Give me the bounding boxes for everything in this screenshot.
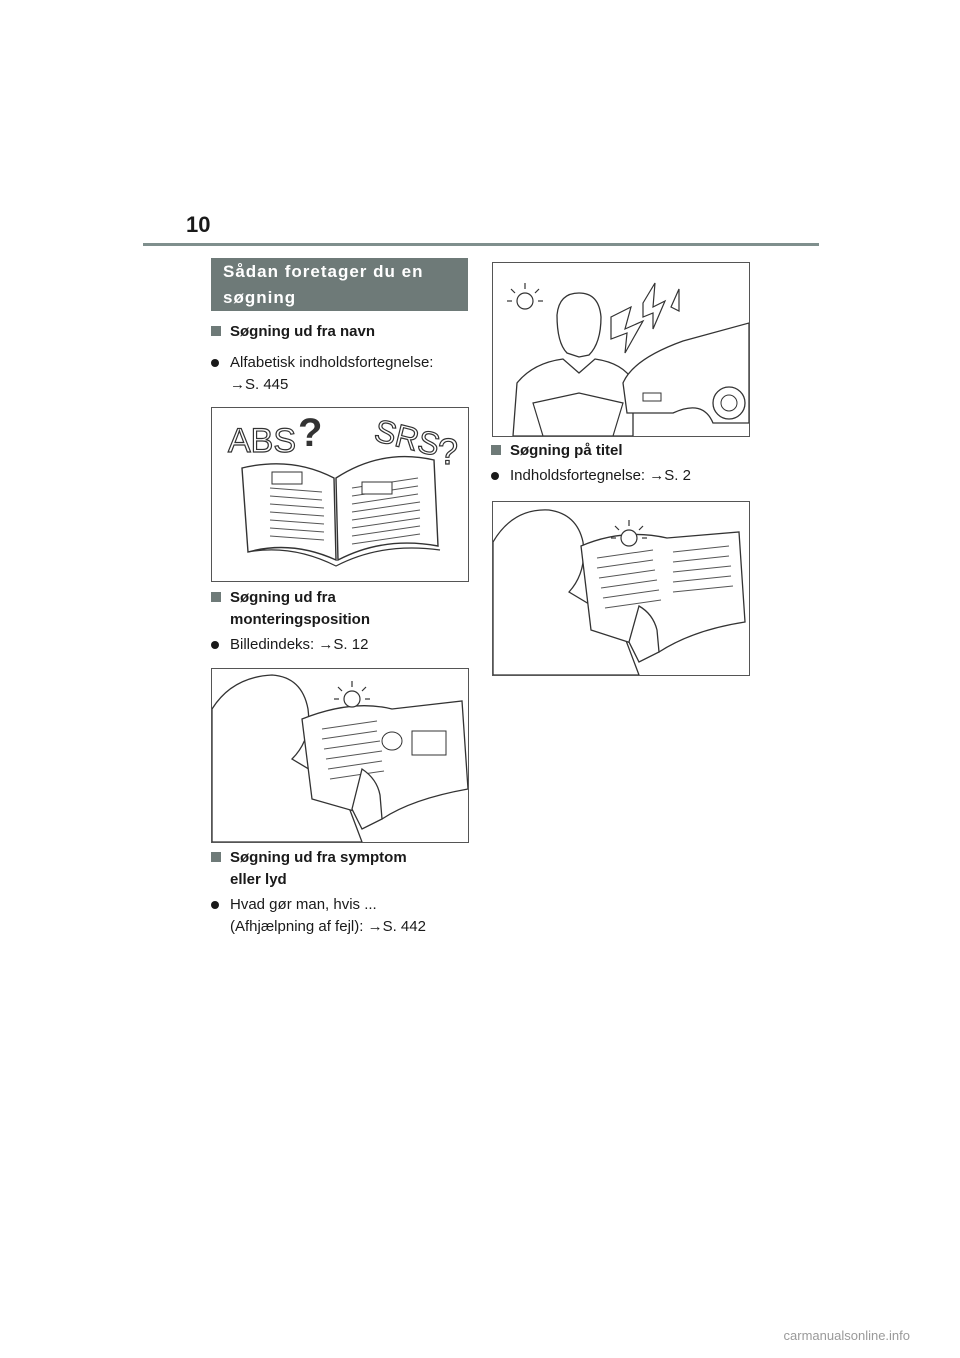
subheading-text-2: eller lyd	[230, 871, 287, 888]
bullet-icon	[211, 359, 219, 367]
person-reading-illustration	[212, 674, 468, 842]
section-title-line1: Sådan foretager du en	[223, 261, 424, 281]
svg-text:?: ?	[298, 411, 322, 455]
square-bullet-icon	[211, 852, 221, 862]
square-bullet-icon	[211, 592, 221, 602]
page-reference[interactable]: →S. 445	[230, 376, 289, 393]
list-item-alphabetical-index: Alfabetisk indholdsfortegnelse: →S. 445	[211, 352, 434, 396]
square-bullet-icon	[491, 445, 501, 455]
watermark: carmanualsonline.info	[783, 1328, 910, 1343]
subheading-search-by-symptom: Søgning ud fra symptom eller lyd	[211, 847, 407, 891]
subheading-text: Søgning ud fra	[230, 589, 336, 606]
figure-reading-picture-index	[211, 668, 469, 843]
header-rule	[143, 243, 819, 246]
bullet-icon	[211, 901, 219, 909]
open-book-illustration: ABS ? SRS ?	[227, 411, 459, 567]
subheading-search-by-name: Søgning ud fra navn	[211, 321, 375, 343]
page-number: 10	[186, 212, 211, 237]
subheading-search-by-position: Søgning ud fra monteringsposition	[211, 587, 370, 631]
list-item-picture-index: Billedindeks: →S. 12	[211, 634, 369, 656]
item-text: Hvad gør man, hvis ...	[230, 896, 377, 913]
subheading-text-2: monteringsposition	[230, 611, 370, 628]
subheading-text: Søgning ud fra symptom	[230, 849, 407, 866]
square-bullet-icon	[211, 326, 221, 336]
bullet-icon	[211, 641, 219, 649]
abs-label: ABS	[228, 422, 296, 460]
bullet-icon	[491, 472, 499, 480]
section-header: Sådan foretager du en søgning	[211, 258, 468, 311]
item-text[interactable]: Billedindeks: →S. 12	[230, 636, 369, 653]
figure-reading-contents	[492, 501, 750, 676]
subheading-search-by-title: Søgning på titel	[491, 440, 623, 462]
list-item-table-of-contents: Indholdsfortegnelse: →S. 2	[491, 465, 691, 487]
person-reading-contents-illustration	[493, 509, 746, 675]
item-text[interactable]: Indholdsfortegnelse: →S. 2	[510, 467, 691, 484]
page-reference[interactable]: (Afhjælpning af fejl): →S. 442	[230, 918, 426, 935]
figure-car-trouble	[492, 262, 750, 437]
list-item-troubleshooting: Hvad gør man, hvis ... (Afhjælpning af f…	[211, 894, 426, 938]
srs-label: SRS	[371, 412, 444, 463]
item-text: Alfabetisk indholdsfortegnelse:	[230, 354, 434, 371]
section-title-line2: søgning	[223, 287, 297, 307]
svg-text:?: ?	[438, 431, 458, 472]
subheading-text: Søgning ud fra navn	[230, 323, 375, 340]
subheading-text: Søgning på titel	[510, 442, 623, 459]
man-with-car-illustration	[507, 282, 749, 436]
figure-manual-abs-srs: ABS ? SRS ?	[211, 407, 469, 582]
